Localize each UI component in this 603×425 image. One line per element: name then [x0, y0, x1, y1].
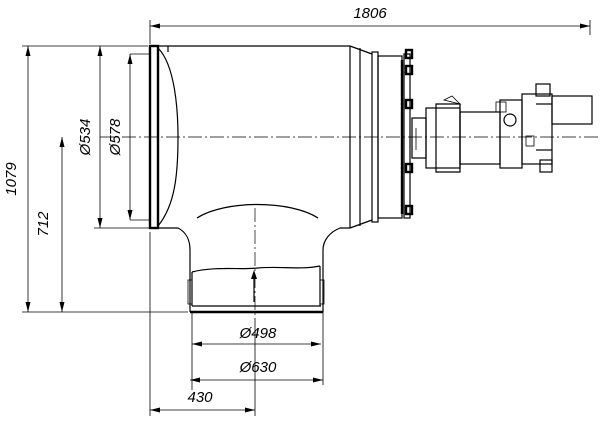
bolt-icon [404, 204, 414, 216]
dim-label-534: Ø534 [77, 119, 94, 157]
bolt-icon [404, 64, 414, 76]
dim-outlet-height: 712 [35, 137, 65, 312]
valve-body [148, 44, 373, 314]
bolt-icon [404, 48, 414, 60]
dim-outlet-diameters: Ø498 Ø630 [190, 312, 324, 390]
dim-outlet-offset: 430 [149, 232, 256, 416]
dim-inlet-diameters: Ø578 Ø534 [77, 46, 150, 229]
dim-label-430: 430 [187, 389, 213, 406]
bolt-icon [404, 162, 414, 174]
actuator-assembly [411, 83, 593, 173]
dim-label-630: Ø630 [239, 359, 277, 376]
bolt-icon [404, 98, 414, 110]
handwheel-box [551, 95, 593, 125]
dim-label-1079: 1079 [3, 162, 20, 196]
dim-overall-height: 1079 [3, 45, 188, 313]
dim-label-578: Ø578 [107, 118, 124, 156]
dim-label-498: Ø498 [239, 325, 277, 342]
right-flange [371, 48, 414, 223]
dim-overall-length: 1806 [149, 5, 591, 44]
dim-label-712: 712 [35, 211, 52, 237]
inner-dome [196, 203, 319, 219]
dim-label-1806: 1806 [353, 5, 387, 22]
